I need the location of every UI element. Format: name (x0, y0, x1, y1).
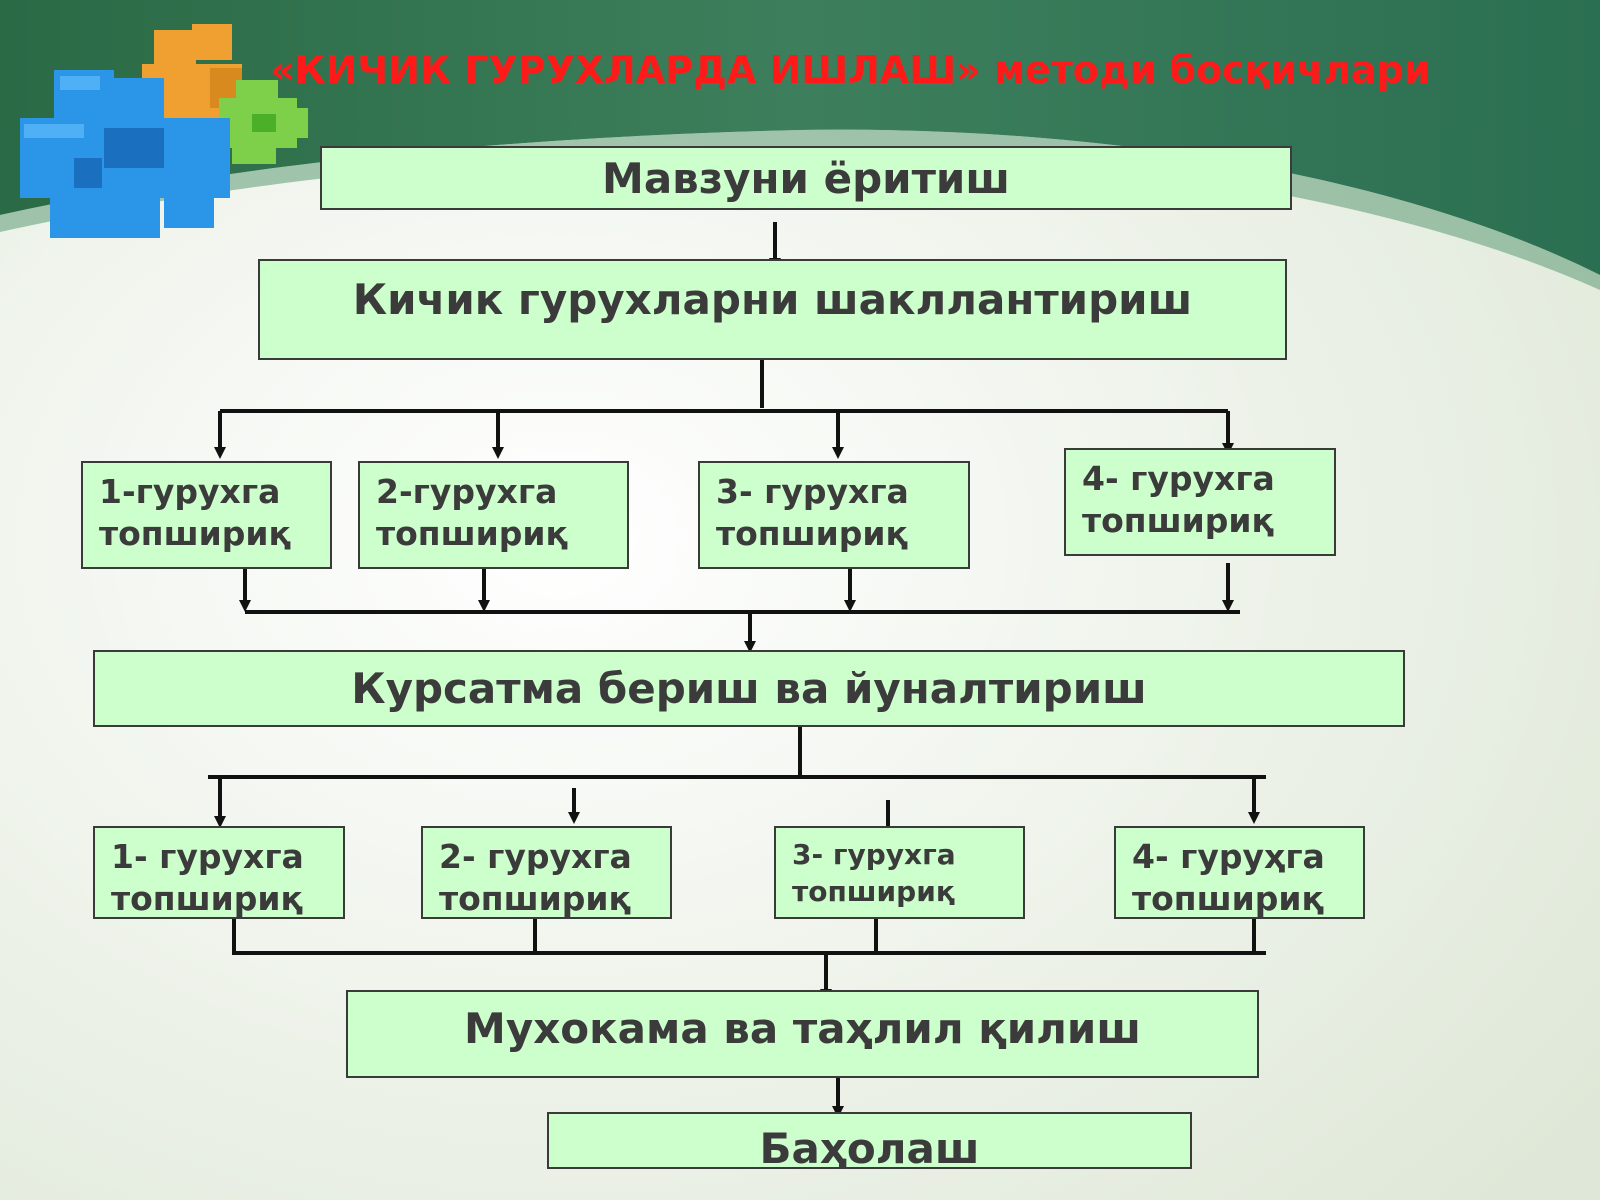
step-form-groups-label: Кичик гурухларни шакллантириш (352, 275, 1193, 324)
step-guidance-label: Курсатма бериш ва йуналтириш (351, 664, 1147, 713)
puzzle-cubes-icon (20, 24, 308, 238)
step-form-groups-box: Кичик гурухларни шакллантириш (258, 259, 1287, 360)
task-group-2-box: 2-гурухга топшириқ (358, 461, 629, 569)
task2-group-1-box: 1- гурухга топшириқ (93, 826, 345, 919)
step-evaluation-label: Баҳолаш (759, 1124, 980, 1173)
task-group-1-box: 1-гурухга топшириқ (81, 461, 332, 569)
task2-group-3-box: 3- гурухга топшириқ (774, 826, 1025, 919)
step-topic-box: Мавзуни ёритиш (320, 146, 1292, 210)
step-discussion-label: Мухокама ва таҳлил қилиш (464, 1004, 1141, 1053)
task-group-4-box: 4- гурухга топшириқ (1064, 448, 1336, 556)
task2-group-2-box: 2- гурухга топшириқ (421, 826, 672, 919)
task-group-3-box: 3- гурухга топшириқ (698, 461, 970, 569)
task2-group-4-box: 4- гуруҳга топшириқ (1114, 826, 1365, 919)
slide-title: «КИЧИК ГУРУХЛАРДА ИШЛАШ» методи босқичла… (270, 48, 1431, 92)
step-discussion-box: Мухокама ва таҳлил қилиш (346, 990, 1259, 1078)
step-evaluation-box: Баҳолаш (547, 1112, 1192, 1173)
step-topic-label: Мавзуни ёритиш (602, 154, 1010, 203)
step-guidance-box: Курсатма бериш ва йуналтириш (93, 650, 1405, 727)
